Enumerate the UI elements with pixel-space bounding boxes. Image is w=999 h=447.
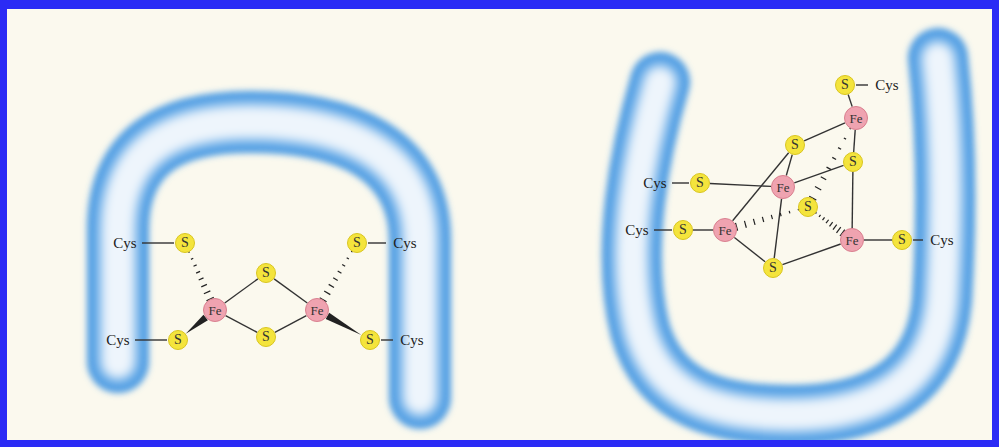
atom-symbol: S — [262, 330, 270, 344]
chemical-bond — [786, 155, 792, 176]
sulfur-atom: S — [843, 152, 863, 172]
sulfur-atom: S — [256, 263, 276, 283]
right-protein — [632, 58, 946, 415]
sulfur-atom: S — [673, 220, 693, 240]
chemical-bond — [852, 172, 854, 228]
atom-symbol: S — [181, 236, 189, 250]
atom-symbol: S — [353, 236, 361, 250]
cys-link — [381, 339, 393, 340]
residue-label: Cys — [393, 236, 416, 251]
atom-symbol: Fe — [777, 181, 790, 194]
chemical-bond — [816, 212, 845, 236]
chemical-bond — [848, 94, 852, 106]
sulfur-atom: S — [763, 258, 783, 278]
chemical-bond — [854, 130, 856, 152]
iron-atom: Fe — [203, 298, 227, 322]
chemical-bond — [864, 240, 892, 241]
atom-symbol: Fe — [209, 304, 222, 317]
chemical-bond — [782, 244, 840, 265]
residue-label: Cys — [106, 333, 129, 348]
sulfur-atom: S — [835, 75, 855, 95]
iron-atom: Fe — [840, 228, 864, 252]
chemical-bond — [320, 251, 353, 302]
chemical-bond — [275, 316, 307, 333]
left-protein — [118, 122, 420, 398]
sulfur-atom: S — [785, 135, 805, 155]
residue-label: Cys — [875, 78, 898, 93]
sulfur-atom: S — [168, 330, 188, 350]
cys-link — [654, 229, 672, 230]
chemical-bond — [735, 209, 798, 231]
iron-atom: Fe — [305, 298, 329, 322]
iron-atom: Fe — [844, 106, 868, 130]
atom-symbol: S — [791, 138, 799, 152]
chemical-bond — [186, 315, 208, 334]
chemical-bond — [274, 279, 307, 303]
cys-links — [135, 85, 923, 340]
chemical-bond — [804, 123, 845, 141]
residue-label: Cys — [643, 176, 666, 191]
atom-symbol: Fe — [311, 304, 324, 317]
sulfur-atom: S — [256, 327, 276, 347]
atom-symbol: S — [849, 155, 857, 169]
residue-label: Cys — [930, 233, 953, 248]
chemical-bond — [226, 316, 258, 333]
cys-link — [913, 239, 923, 240]
sulfur-atom: S — [360, 330, 380, 350]
atom-symbol: S — [898, 233, 906, 247]
iron-atom: Fe — [771, 175, 795, 199]
cys-link — [672, 182, 689, 183]
atom-symbol: Fe — [846, 234, 859, 247]
atom-symbol: Fe — [850, 112, 863, 125]
chemical-bond — [225, 279, 258, 303]
sulfur-atom: S — [175, 233, 195, 253]
chemical-bond — [794, 165, 843, 183]
sulfur-atom: S — [892, 230, 912, 250]
chemical-bond — [734, 237, 765, 261]
sulfur-atom: S — [690, 173, 710, 193]
sulfur-atom: S — [798, 197, 818, 217]
cys-link — [856, 84, 868, 85]
residue-label: Cys — [113, 236, 136, 251]
chemical-bond — [326, 313, 362, 335]
chemical-bond — [774, 199, 781, 258]
atom-symbol: S — [769, 261, 777, 275]
cys-link — [142, 242, 174, 243]
residue-label: Cys — [625, 223, 648, 238]
chemical-bond — [693, 230, 713, 231]
residue-label: Cys — [400, 333, 423, 348]
iron-atom: Fe — [713, 218, 737, 242]
atom-symbol: S — [804, 200, 812, 214]
chemical-bond — [188, 252, 213, 301]
atom-symbol: S — [679, 223, 687, 237]
sulfur-atom: S — [347, 233, 367, 253]
cys-link — [368, 242, 386, 243]
atom-symbol: S — [262, 266, 270, 280]
atom-symbol: Fe — [719, 224, 732, 237]
atom-symbol: S — [174, 333, 182, 347]
atom-symbol: S — [841, 78, 849, 92]
atom-symbol: S — [696, 176, 704, 190]
cys-link — [135, 339, 167, 340]
atom-symbol: S — [366, 333, 374, 347]
